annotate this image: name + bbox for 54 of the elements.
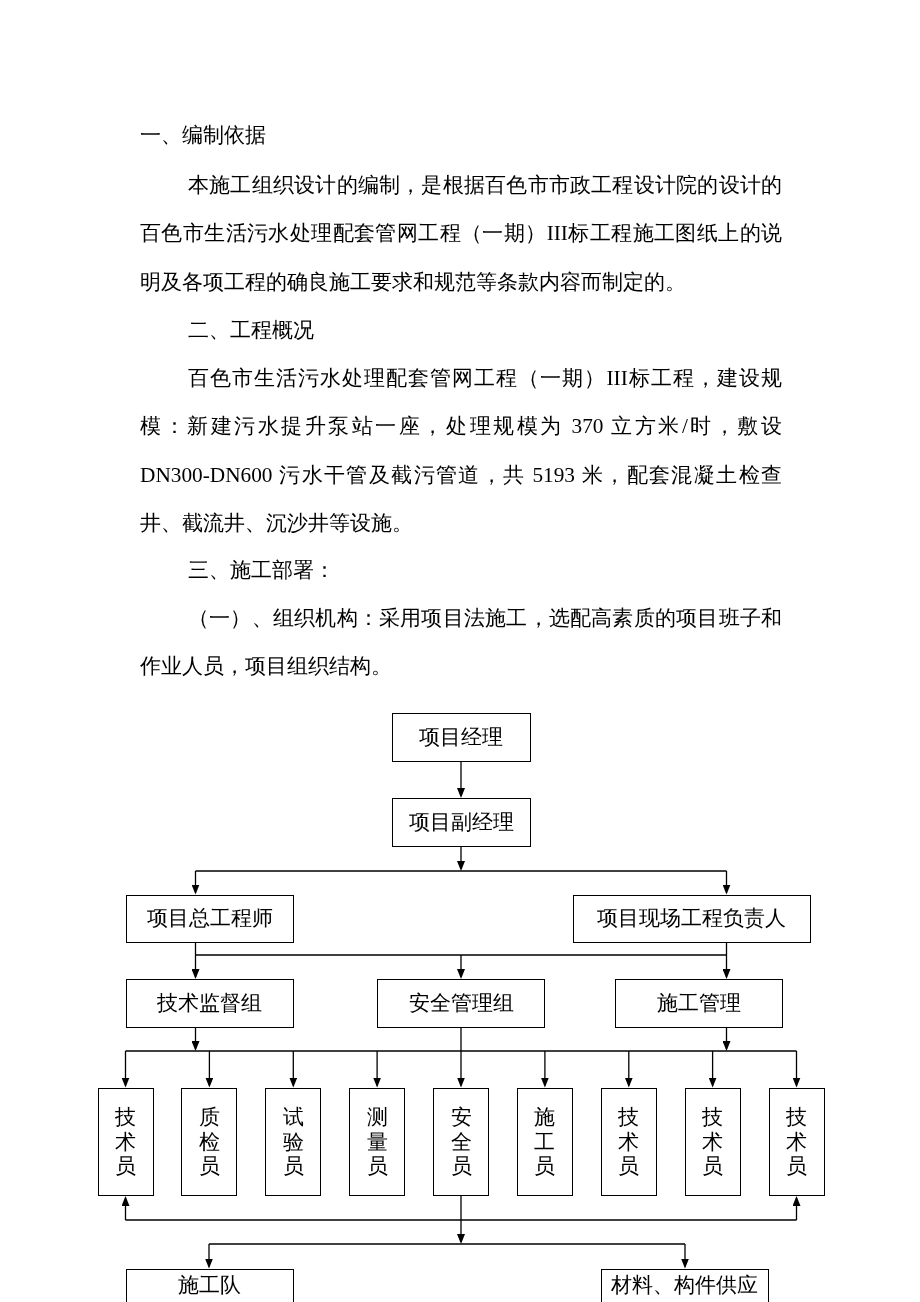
arrow xyxy=(121,1196,130,1221)
arrow xyxy=(792,1050,801,1088)
org-chart-box: 技术员 xyxy=(600,1087,657,1196)
paragraph: 本施工组织设计的编制，是根据百色市市政工程设计院的设计的百色市生活污水处理配套管网工程（一期）III标工程施工图纸上的说明及各项工程的确良施工要求和规范等条款内容而制定的。 xyxy=(140,172,782,296)
connector-line xyxy=(124,1219,798,1221)
arrow xyxy=(121,1050,130,1088)
arrow xyxy=(540,1050,549,1088)
arrow xyxy=(624,1050,633,1088)
arrow xyxy=(457,954,465,979)
connector-line xyxy=(194,954,728,956)
arrow xyxy=(457,845,465,871)
arrow xyxy=(205,1050,214,1088)
org-chart-box: 施工员 xyxy=(516,1087,573,1196)
org-chart-box: 技术员 xyxy=(768,1087,825,1196)
connector-line xyxy=(460,1027,462,1052)
arrow xyxy=(191,1027,200,1051)
arrow xyxy=(722,1027,731,1051)
connector-line xyxy=(460,1195,462,1221)
arrow xyxy=(722,954,731,979)
connector-line xyxy=(124,1050,798,1052)
org-chart-box: 项目现场工程负责人 xyxy=(572,894,811,943)
org-chart-box: 项目总工程师 xyxy=(125,894,294,943)
arrow xyxy=(722,870,731,895)
org-chart-box: 试验员 xyxy=(265,1087,322,1196)
arrow xyxy=(191,954,200,979)
connector-line xyxy=(194,870,728,872)
connector-line xyxy=(208,1243,686,1245)
arrow xyxy=(373,1050,382,1088)
org-chart-box: 技术监督组 xyxy=(125,979,294,1028)
org-chart-box: 项目副经理 xyxy=(391,798,531,847)
paragraph: 百色市生活污水处理配套管网工程（一期）III标工程，建设规模：新建污水提升泵站一座，处理规模为 370 立方米/时，敷设 DN300-DN600 污水干管及截污管道，共 5193 米，配套混凝土检查井、截流井、沉沙井等设施。 xyxy=(140,365,782,537)
org-chart-box: 施工管理 xyxy=(614,979,783,1028)
arrow xyxy=(457,760,465,798)
org-chart-box: 材料、构件供应 xyxy=(600,1268,769,1302)
org-chart-box: 安全员 xyxy=(433,1087,489,1196)
arrow xyxy=(191,870,200,895)
section-heading: 一、编制依据 xyxy=(140,122,267,149)
org-chart-box: 技术员 xyxy=(684,1087,741,1196)
arrow xyxy=(457,1050,465,1088)
arrow xyxy=(289,1050,298,1088)
section-heading: 二、工程概况 xyxy=(187,317,315,344)
org-chart-box: 质检员 xyxy=(181,1087,238,1196)
arrow xyxy=(792,1196,801,1221)
org-chart-box: 项目经理 xyxy=(391,713,531,762)
org-chart-box: 安全管理组 xyxy=(377,979,545,1028)
section-heading: 三、施工部署： xyxy=(187,557,336,584)
paragraph: （一）、组织机构：采用项目法施工，选配高素质的项目班子和作业人员，项目组织结构。 xyxy=(140,605,782,681)
org-chart-box: 施工队 xyxy=(125,1268,294,1302)
org-chart-box: 技术员 xyxy=(97,1087,154,1196)
arrow xyxy=(681,1243,689,1269)
org-chart-box: 测量员 xyxy=(349,1087,406,1196)
arrow xyxy=(708,1050,717,1088)
arrow xyxy=(457,1219,465,1244)
arrow xyxy=(205,1243,213,1269)
